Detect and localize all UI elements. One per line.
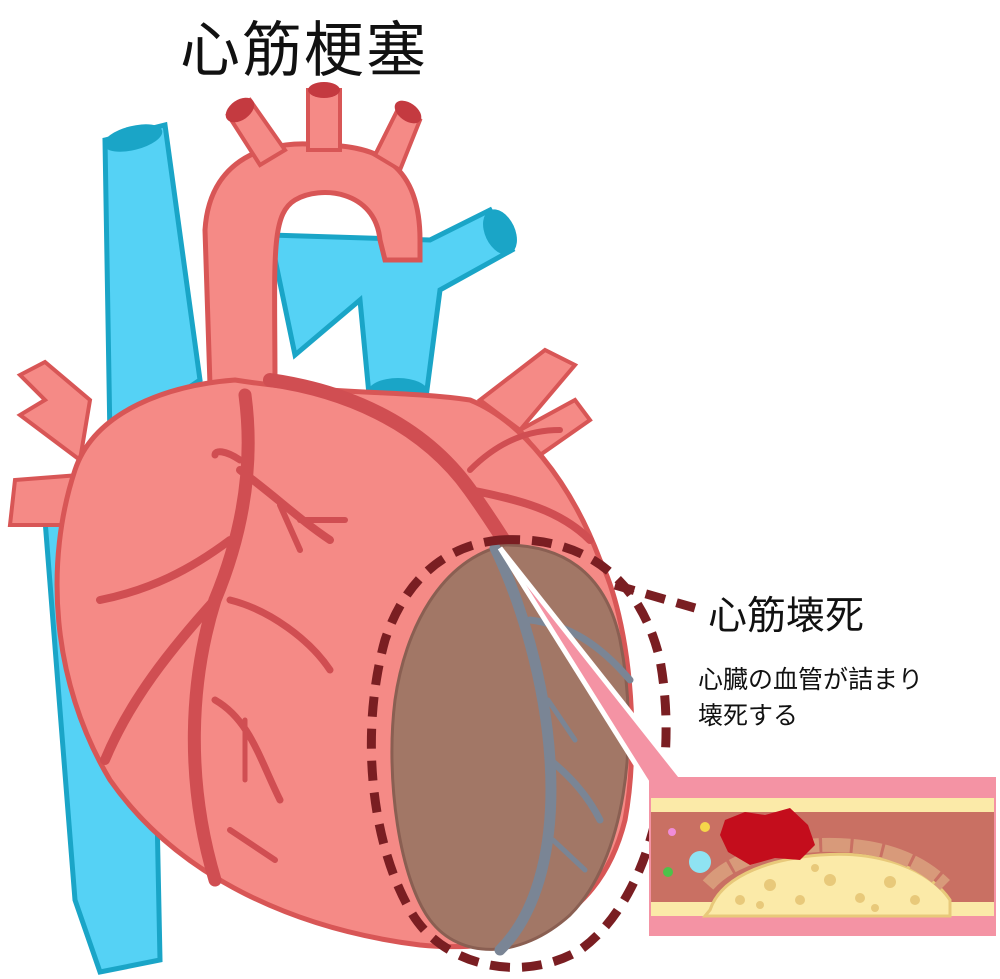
blood-clot xyxy=(720,808,815,865)
zoom-wedge xyxy=(497,546,684,797)
vessel-frame xyxy=(649,777,996,936)
necrosis-dashed-outline xyxy=(366,535,671,972)
pulmonary-artery xyxy=(266,206,517,408)
callout-leader-line xyxy=(613,580,697,613)
description-line-1: 心臓の血管が詰まり xyxy=(698,665,924,694)
necrosis-label: 心筋壊死 xyxy=(708,594,865,639)
aorta xyxy=(202,82,423,393)
vessel-cross-section xyxy=(650,778,995,935)
page-title: 心筋梗塞 xyxy=(180,16,428,86)
description-line-2: 壊死する xyxy=(698,701,799,730)
necrosis-description: 心臓の血管が詰まり 壊死する xyxy=(698,662,923,734)
blood-cell xyxy=(689,851,711,873)
